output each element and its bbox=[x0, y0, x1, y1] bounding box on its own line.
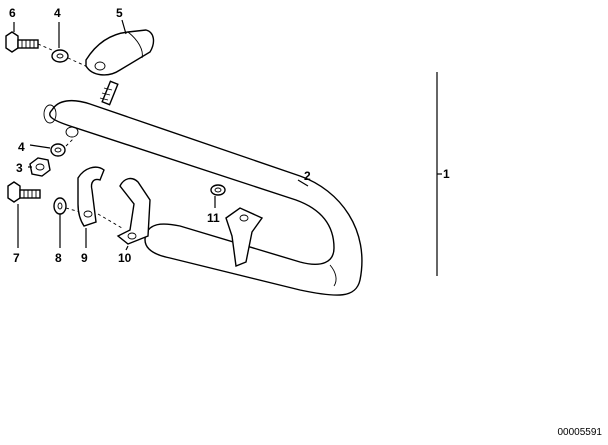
washer-part-4-mid bbox=[50, 143, 66, 157]
label-5: 5 bbox=[116, 6, 123, 20]
label-3: 3 bbox=[16, 161, 23, 175]
part-labels: 6 4 5 4 3 2 11 7 8 9 10 1 bbox=[9, 6, 450, 265]
diagram-code: 00005591 bbox=[557, 427, 603, 438]
label-4-mid: 4 bbox=[18, 140, 25, 154]
label-7: 7 bbox=[13, 251, 20, 265]
label-6: 6 bbox=[9, 6, 16, 20]
washer-part-11 bbox=[210, 184, 226, 196]
leader-lines bbox=[13, 19, 442, 276]
label-1: 1 bbox=[443, 167, 450, 181]
label-2: 2 bbox=[304, 169, 311, 183]
washer-part-4-top bbox=[51, 49, 69, 63]
bracket-part-10 bbox=[116, 177, 151, 245]
tube-bracket bbox=[225, 207, 264, 267]
label-4-top: 4 bbox=[54, 6, 61, 20]
bracket-part-5 bbox=[85, 29, 155, 106]
label-8: 8 bbox=[55, 251, 62, 265]
bolt-part-7 bbox=[7, 181, 41, 203]
clamp-part-9 bbox=[77, 166, 105, 227]
nut-part-3 bbox=[29, 157, 51, 177]
bolt-part-6 bbox=[5, 31, 39, 53]
label-11: 11 bbox=[207, 211, 220, 225]
label-9: 9 bbox=[81, 251, 88, 265]
tube-part-2 bbox=[43, 99, 363, 296]
label-10: 10 bbox=[118, 251, 132, 265]
washer-part-8 bbox=[53, 197, 67, 215]
